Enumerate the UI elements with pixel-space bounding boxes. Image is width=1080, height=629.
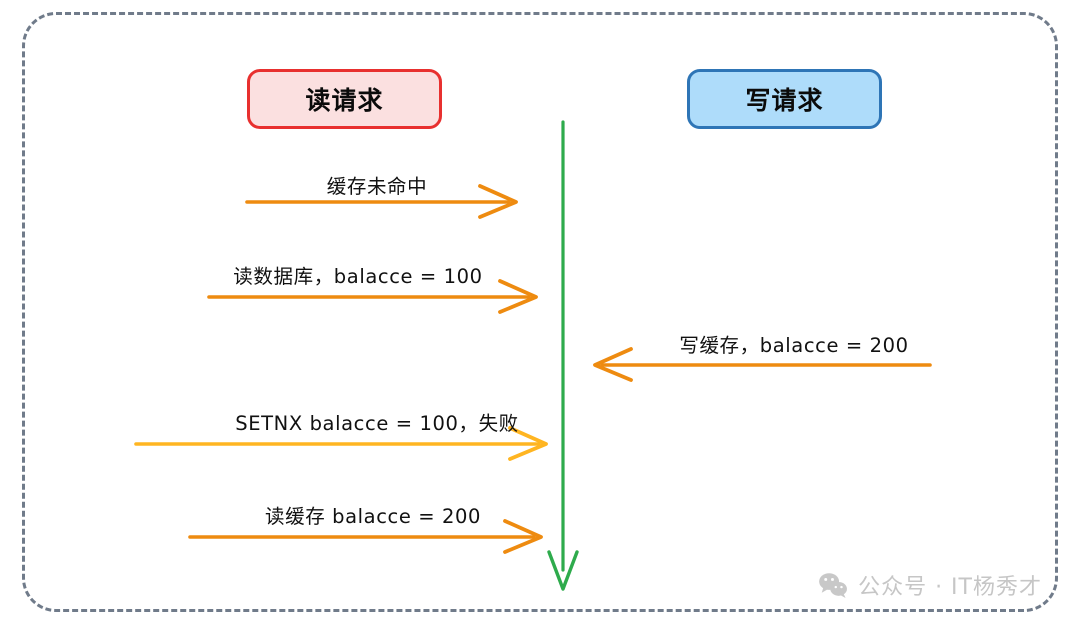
- message-label-cache-miss: 缓存未命中: [326, 175, 428, 198]
- actor-label-write-request: 写请求: [745, 86, 824, 115]
- message-label-write-cache: 写缓存，balacce = 200: [679, 334, 909, 357]
- watermark-text: 公众号 · IT杨秀才: [858, 575, 1042, 600]
- actor-label-read-request: 读请求: [305, 86, 384, 115]
- watermark: 公众号 · IT杨秀才: [818, 569, 1042, 601]
- diagram-frame: [22, 12, 1058, 612]
- actor-box-read-request: 读请求: [247, 69, 442, 129]
- message-label-read-db: 读数据库，balacce = 100: [233, 265, 483, 288]
- wechat-icon: [819, 573, 848, 598]
- message-label-setnx-fail: SETNX balacce = 100，失败: [235, 412, 519, 435]
- actor-box-write-request: 写请求: [687, 69, 882, 129]
- message-label-read-cache: 读缓存 balacce = 200: [265, 505, 481, 528]
